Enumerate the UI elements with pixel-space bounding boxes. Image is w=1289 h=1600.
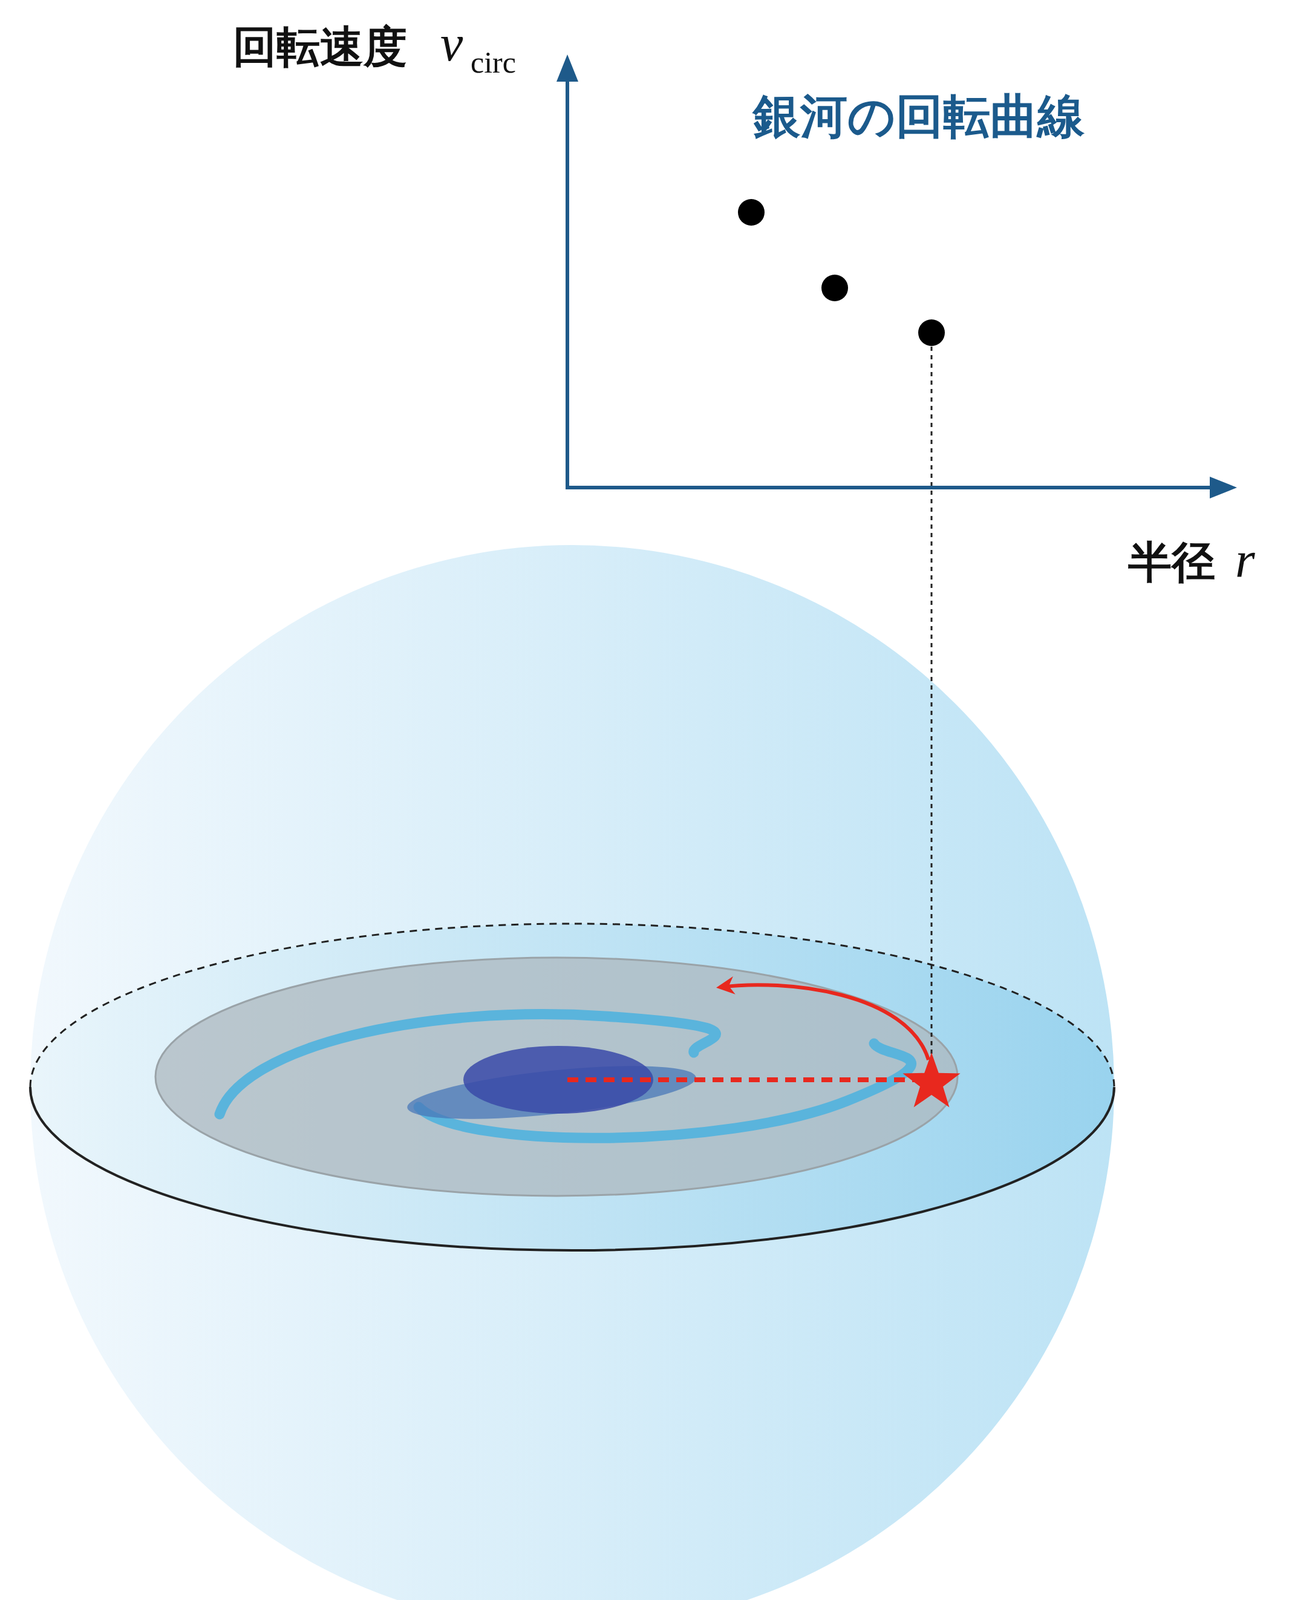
chart-title: 銀河の回転曲線 bbox=[753, 90, 1085, 143]
dark-matter-halo bbox=[30, 544, 1115, 1600]
projection-line bbox=[930, 346, 933, 1054]
y-axis bbox=[565, 78, 570, 488]
halo-plane bbox=[30, 923, 1115, 1251]
axis-symbol: r bbox=[1235, 532, 1256, 588]
x-axis bbox=[565, 485, 1210, 490]
axis-label: 半径 bbox=[1128, 538, 1216, 587]
radius-line bbox=[567, 1077, 920, 1083]
data-point bbox=[821, 274, 849, 302]
axis-label: 回転速度 bbox=[232, 22, 408, 71]
y-axis-head bbox=[556, 54, 579, 82]
axis-subscript: circ bbox=[470, 45, 516, 80]
axis-symbol: v bbox=[440, 15, 463, 72]
x-axis-head bbox=[1209, 476, 1237, 499]
star-marker bbox=[902, 1052, 960, 1108]
data-point bbox=[918, 319, 945, 346]
orbit-arrow bbox=[719, 984, 929, 1060]
stellar-disk bbox=[155, 957, 958, 1196]
data-point bbox=[737, 199, 765, 226]
